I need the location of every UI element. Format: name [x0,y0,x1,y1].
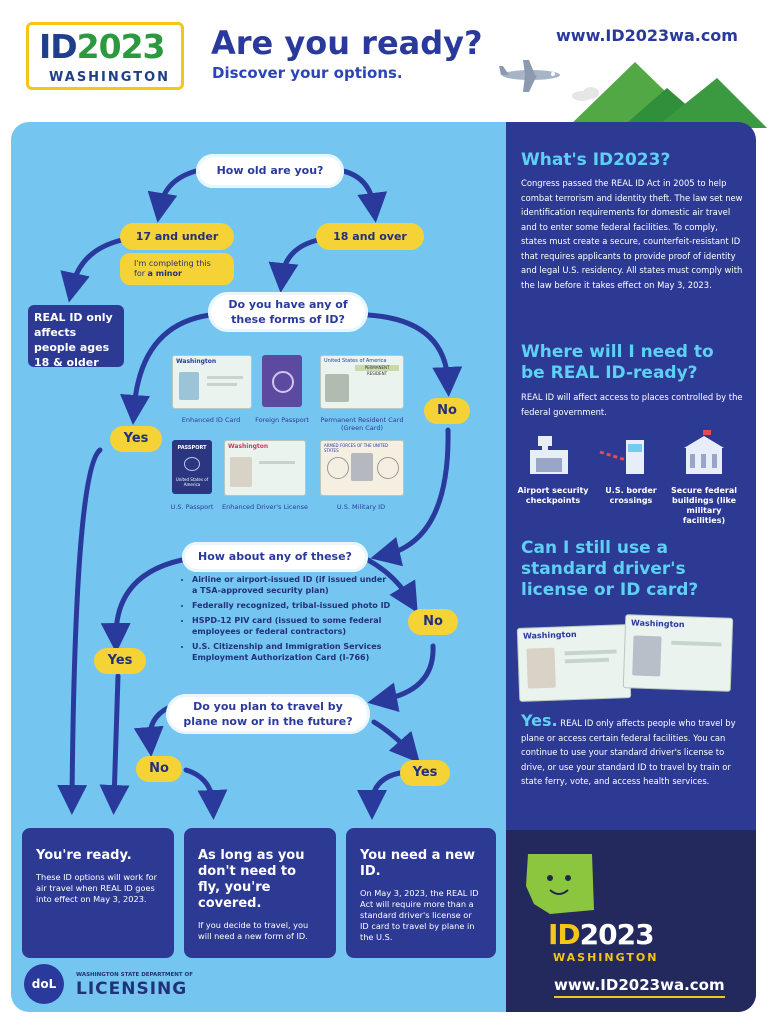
list-item: Airline or airport-issued ID (if issued … [192,574,392,596]
where-heading: Where will I need to be REAL ID-ready? [521,342,714,383]
result-text: If you decide to travel, you will need a… [198,920,309,941]
whats-id2023-heading: What's ID2023? [521,150,671,170]
green-card-image: United States of America PERMANENT RESID… [320,355,404,409]
no-travel: No [136,756,182,782]
eagle-seal-icon [184,457,200,471]
standard-license-card-image: Washington [516,624,632,702]
sidebar-logo-sub: WASHINGTON [553,951,659,964]
dol-seal-logo: doL [24,964,64,1004]
enhanced-drivers-license-image: Washington [224,440,306,496]
seal-icon [377,457,399,479]
washington-state-mascot-icon [526,854,594,914]
portrait-photo [325,374,349,402]
page-subtitle: Discover your options. [212,64,403,82]
place-caption: Secure federal buildings (like military … [671,486,737,525]
yes-answer: Yes. [521,711,558,730]
result-text: These ID options will work for air trave… [36,872,158,904]
place-caption: Airport security checkpoints [517,486,589,505]
result-youre-covered: As long as you don't need to fly, you're… [184,828,336,958]
no-forms-of-id: No [424,398,470,424]
places-icons [530,430,724,474]
border-crossing-icon [599,440,644,474]
cloud-icon [572,87,599,101]
result-title: As long as you don't need to fly, you're… [198,848,305,911]
portrait-photo [179,372,199,400]
result-title: You need a new ID. [360,848,476,879]
result-text: On May 3, 2023, the REAL ID Act will req… [360,888,479,942]
sidebar-id2023-logo: ID2023 [548,918,655,951]
enhanced-id-card-image: Washington [172,355,252,409]
caption-us-passport: U.S. Passport [170,503,214,511]
option-17-and-under: 17 and under [120,223,234,250]
sidebar-website-link[interactable]: www.ID2023wa.com [554,976,725,998]
standard-id-card-image: Washington [622,614,734,692]
airport-checkpoint-icon [530,436,568,474]
question-age: How old are you? [196,154,344,188]
airplane-mountains-illustration [499,60,767,128]
where-text: REAL ID will affect access to places con… [521,392,743,417]
dept-name: LICENSING [76,979,188,999]
yes-travel: Yes [400,760,450,786]
federal-building-icon [684,430,724,474]
minor-result: REAL ID only affects people ages 18 & ol… [28,305,124,369]
caption-green-card: Permanent Resident Card(Green Card) [320,416,404,432]
airplane-icon [499,60,560,92]
pigeon-portrait [632,635,662,677]
result-title: You're ready. [36,848,132,863]
logo-subtitle: WASHINGTON [49,70,171,85]
seal-icon [327,457,349,479]
option-18-and-over: 18 and over [316,223,424,250]
portrait-photo [351,453,373,481]
standard-license-heading: Can I still use a standard driver's lice… [521,538,699,600]
caption-military: U.S. Military ID [336,503,386,511]
list-item: U.S. Citizenship and Immigration Service… [192,641,392,663]
page-title: Are you ready? [211,24,483,62]
list-item: HSPD-12 PIV card (issued to some federal… [192,615,392,637]
standard-license-answer: Yes. REAL ID only affects people who tra… [521,711,736,787]
other-id-list: Airline or airport-issued ID (if issued … [182,574,392,663]
globe-icon [272,371,294,393]
place-caption: U.S. border crossings [605,486,657,505]
yes-any-of-these: Yes [94,648,146,674]
caption-enhanced-id: Enhanced ID Card [181,416,241,424]
caption-edl: Enhanced Driver's License [222,503,308,511]
us-passport-image: PASSPORT United States of America [172,440,212,494]
website-link[interactable]: www.ID2023wa.com [556,26,738,45]
yes-forms-of-id: Yes [110,426,162,452]
question-any-of-these: How about any of these? [182,542,368,572]
no-any-of-these: No [408,609,458,635]
military-id-image: ARMED FORCES OF THE UNITED STATES [320,440,404,496]
whats-id2023-text: Congress passed the REAL ID Act in 2005 … [521,178,743,290]
result-youre-ready: You're ready. These ID options will work… [22,828,174,958]
result-need-new-id: You need a new ID. On May 3, 2023, the R… [346,828,496,958]
foreign-passport-image [262,355,302,407]
cow-portrait [230,457,252,487]
id2023-logo: ID2023 WASHINGTON [26,22,184,90]
minor-note: I'm completing this for a minor [120,253,234,285]
caption-foreign-passport: Foreign Passport [255,416,309,424]
cow-portrait [526,647,556,689]
dept-line: WASHINGTON STATE DEPARTMENT OF [76,972,193,978]
list-item: Federally recognized, tribal-issued phot… [192,600,392,611]
